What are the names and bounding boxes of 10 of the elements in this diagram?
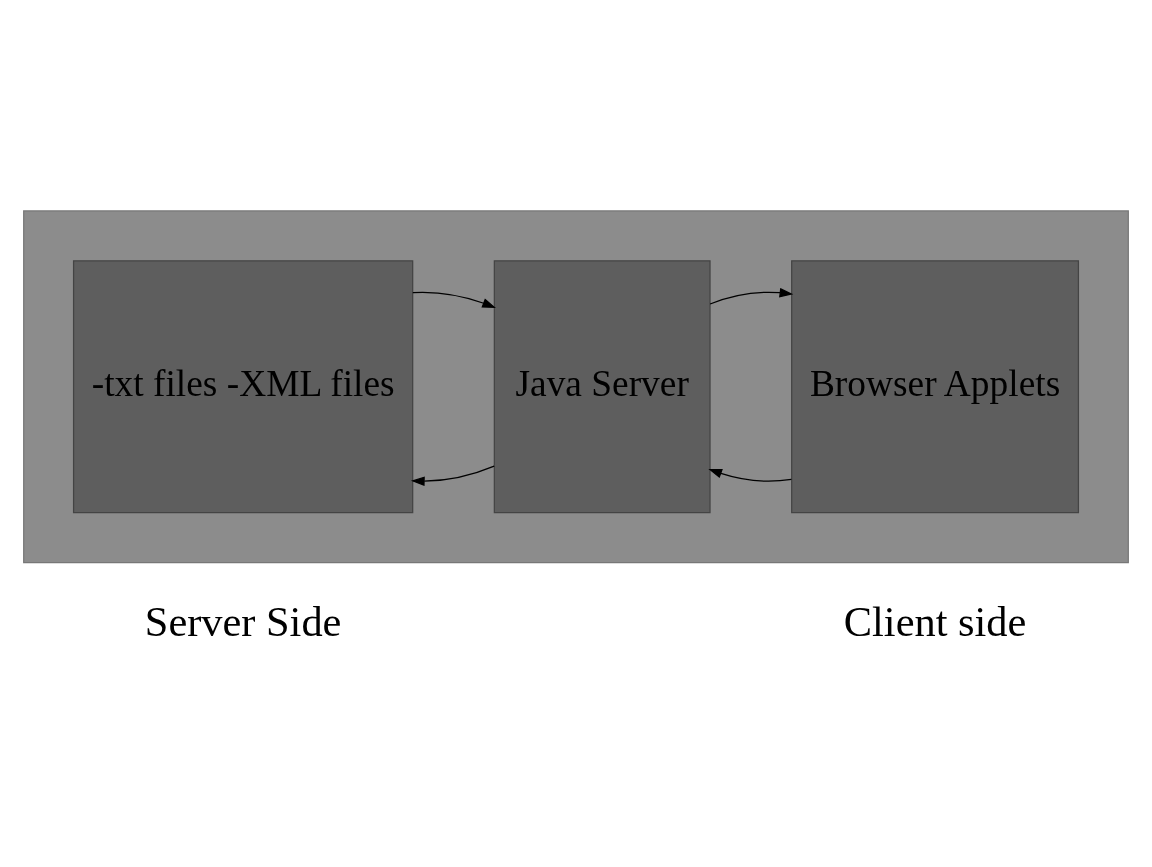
cluster [23, 210, 1129, 564]
label: Server Side [144, 598, 342, 646]
arrow [412, 291, 496, 308]
node-box: Browser Applets [791, 260, 1080, 514]
arrow [708, 468, 792, 482]
arrow [410, 465, 495, 486]
node-box: -txt files -XML files [72, 260, 414, 514]
label: Client side [843, 598, 1027, 646]
arrow [709, 287, 794, 305]
node-box: Java Server [493, 260, 711, 514]
